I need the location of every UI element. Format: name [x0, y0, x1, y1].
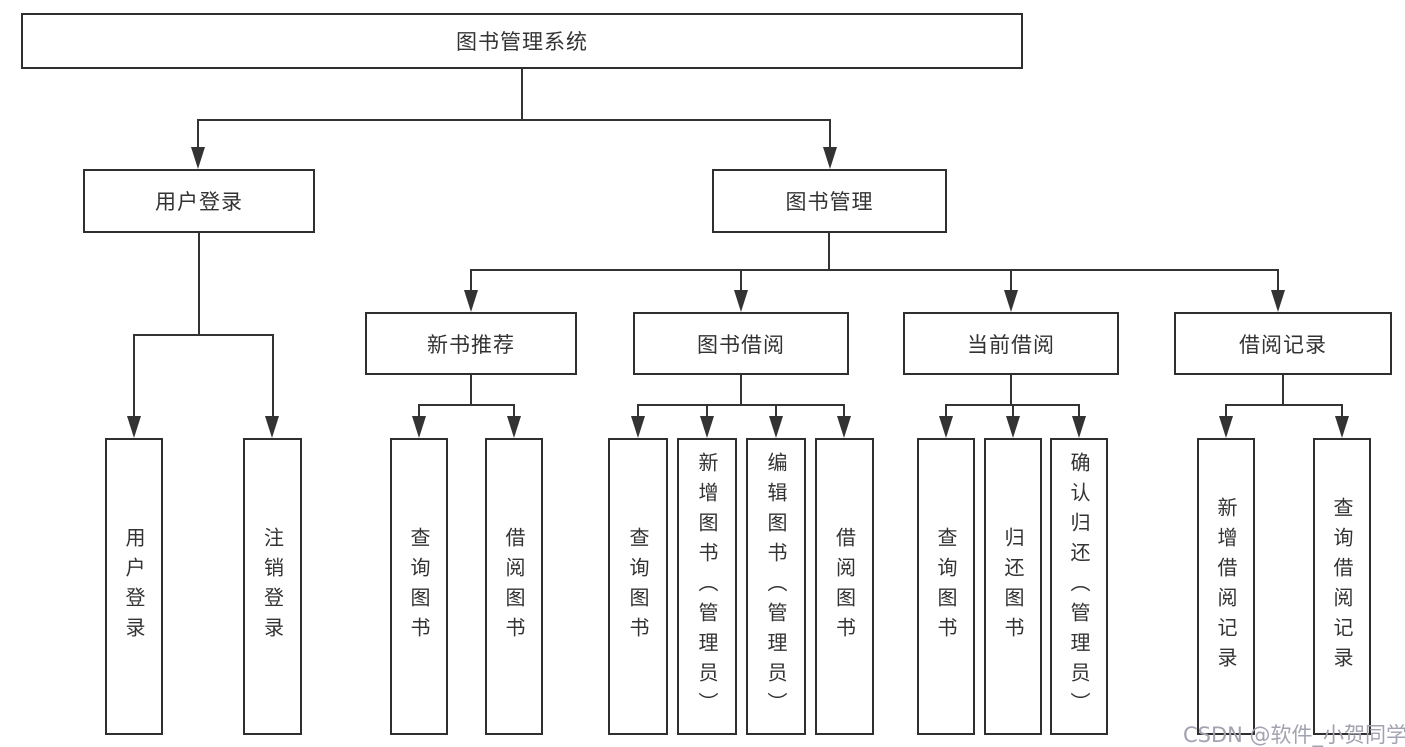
- leaf-label: 查询图书: [934, 526, 958, 647]
- connector-root-stub: [521, 69, 523, 120]
- connector-stem: [1012, 404, 1014, 419]
- node-book-borrow: 图书借阅: [633, 312, 849, 375]
- leaf-label: 注销登录: [260, 526, 285, 647]
- connector-stem: [197, 119, 199, 150]
- arrow-down-icon: [127, 416, 141, 438]
- leaf-label: 编辑图书（管理员）: [764, 451, 788, 722]
- connector-userlogin-rail: [133, 334, 274, 336]
- connector-records-stub: [1282, 375, 1284, 406]
- leaf-label: 查询借阅记录: [1330, 496, 1354, 677]
- leaf-edit-books-admin: 编辑图书（管理员）: [746, 438, 806, 735]
- connector-current-stub: [1010, 375, 1012, 406]
- arrow-down-icon: [1335, 416, 1349, 438]
- arrow-down-icon: [1072, 416, 1086, 438]
- csdn-watermark: CSDN @软件_小贺同学: [1183, 723, 1405, 747]
- leaf-borrow-books-recommend: 借阅图书: [485, 438, 543, 735]
- arrow-down-icon: [1004, 290, 1018, 312]
- leaf-label: 查询图书: [407, 526, 431, 647]
- arrow-down-icon: [265, 416, 279, 438]
- node-current-borrow: 当前借阅: [903, 312, 1119, 375]
- arrow-down-icon: [464, 290, 478, 312]
- connector-recommend-stub: [470, 375, 472, 406]
- arrow-down-icon: [823, 147, 837, 169]
- arrow-down-icon: [191, 147, 205, 169]
- leaf-label: 新增借阅记录: [1214, 496, 1238, 677]
- connector-level3-rail: [471, 269, 1279, 271]
- connector-stem: [829, 119, 831, 150]
- leaf-add-books-admin: 新增图书（管理员）: [677, 438, 737, 735]
- leaf-label: 用户登录: [122, 526, 146, 647]
- arrow-down-icon: [1271, 290, 1285, 312]
- leaf-label: 归还图书: [1001, 526, 1025, 647]
- leaf-return-books: 归还图书: [984, 438, 1042, 735]
- arrow-down-icon: [837, 416, 851, 438]
- node-label: 用户登录: [155, 190, 243, 214]
- arrow-down-icon: [1219, 416, 1233, 438]
- arrow-down-icon: [700, 416, 714, 438]
- connector-stem: [740, 269, 742, 293]
- node-root: 图书管理系统: [21, 13, 1023, 69]
- connector-stem: [418, 404, 420, 419]
- connector-borrow-rail: [637, 404, 845, 406]
- arrow-down-icon: [1006, 416, 1020, 438]
- leaf-user-login: 用户登录: [105, 438, 163, 735]
- leaf-query-borrow-record: 查询借阅记录: [1313, 438, 1371, 735]
- leaf-label: 新增图书（管理员）: [695, 451, 719, 722]
- node-user-login-group: 用户登录: [83, 169, 315, 233]
- arrow-down-icon: [412, 416, 426, 438]
- connector-stem: [272, 334, 274, 419]
- leaf-label: 查询图书: [626, 526, 650, 647]
- leaf-logout: 注销登录: [243, 438, 302, 735]
- arrow-down-icon: [939, 416, 953, 438]
- leaf-query-books-recommend: 查询图书: [390, 438, 448, 735]
- connector-stem: [133, 334, 135, 419]
- connector-level2-rail: [198, 119, 831, 121]
- connector-stem: [470, 269, 472, 293]
- node-label: 新书推荐: [427, 332, 515, 357]
- connector-stem: [1078, 404, 1080, 419]
- connector-stem: [775, 404, 777, 419]
- node-borrow-records: 借阅记录: [1174, 312, 1392, 375]
- arrow-down-icon: [631, 416, 645, 438]
- connector-userlogin-stub: [198, 233, 200, 336]
- connector-stem: [945, 404, 947, 419]
- leaf-label: 确认归还（管理员）: [1067, 451, 1091, 722]
- arrow-down-icon: [507, 416, 521, 438]
- node-label: 图书借阅: [697, 332, 785, 357]
- connector-records-rail: [1225, 404, 1343, 406]
- leaf-confirm-return-admin: 确认归还（管理员）: [1050, 438, 1108, 735]
- node-root-label: 图书管理系统: [456, 30, 588, 54]
- connector-stem: [1225, 404, 1227, 419]
- connector-stem: [843, 404, 845, 419]
- leaf-add-borrow-record: 新增借阅记录: [1197, 438, 1255, 735]
- connector-bookmgmt-stub: [828, 233, 830, 270]
- leaf-query-books-current: 查询图书: [917, 438, 975, 735]
- connector-borrow-stub: [740, 375, 742, 406]
- node-label: 借阅记录: [1239, 332, 1327, 357]
- leaf-label: 借阅图书: [832, 526, 857, 647]
- leaf-label: 借阅图书: [502, 526, 526, 647]
- node-label: 图书管理: [785, 190, 874, 214]
- connector-stem: [706, 404, 708, 419]
- node-book-management: 图书管理: [712, 169, 947, 233]
- node-new-book-recommend: 新书推荐: [365, 312, 577, 375]
- connector-stem: [1341, 404, 1343, 419]
- connector-recommend-rail: [419, 404, 515, 406]
- connector-stem: [637, 404, 639, 419]
- node-label: 当前借阅: [967, 332, 1055, 357]
- connector-stem: [1277, 269, 1279, 293]
- leaf-query-books-borrow: 查询图书: [608, 438, 668, 735]
- connector-stem: [1010, 269, 1012, 293]
- arrow-down-icon: [734, 290, 748, 312]
- connector-stem: [513, 404, 515, 419]
- leaf-borrow-books: 借阅图书: [815, 438, 874, 735]
- arrow-down-icon: [769, 416, 783, 438]
